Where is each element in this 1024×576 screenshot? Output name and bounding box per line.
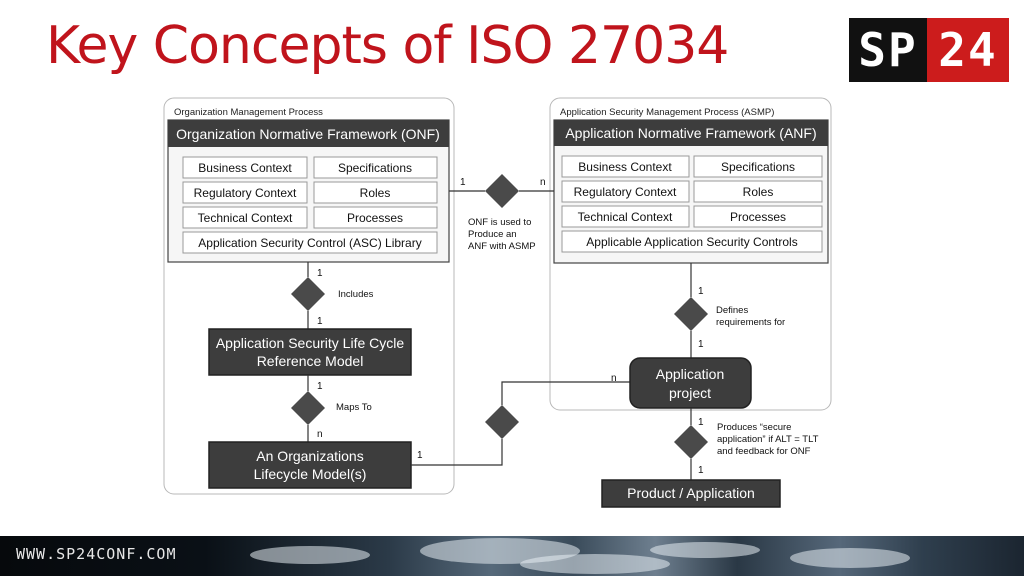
anf-item: Technical Context [578, 210, 673, 224]
asc-library: Application Security Control (ASC) Libra… [198, 236, 421, 250]
multiplicity-label: 1 [698, 417, 704, 428]
multiplicity-label: 1 [698, 465, 704, 476]
relation-diamond [485, 174, 519, 208]
multiplicity-label: 1 [460, 177, 466, 188]
app-project-text: project [669, 385, 711, 401]
anf-item-box [561, 205, 690, 228]
lifecycle-ref-text: Reference Model [257, 353, 364, 369]
multiplicity-label: 1 [698, 339, 704, 350]
onf-item: Processes [347, 211, 403, 225]
onf-item-box [313, 156, 438, 179]
anf-item-box [561, 155, 690, 178]
relation-label: Maps To [336, 402, 372, 413]
asmp-process-label: Application Security Management Process … [560, 107, 774, 118]
onf-item: Roles [360, 186, 391, 200]
onf-item-box [313, 206, 438, 229]
org-process-label: Organization Management Process [174, 107, 323, 118]
footer-url[interactable]: WWW.SP24CONF.COM [16, 545, 177, 563]
relation-diamond [674, 297, 708, 331]
relation-label: requirements for [716, 317, 785, 328]
footer-cloud [650, 542, 760, 558]
anf-item: Regulatory Context [574, 185, 677, 199]
onf-item-box [182, 181, 308, 204]
anf-item: Specifications [721, 160, 795, 174]
footer-cloud [790, 548, 910, 568]
anf-header [554, 120, 828, 146]
anf-item: Roles [743, 185, 774, 199]
onf-item: Business Context [198, 161, 292, 175]
multiplicity-label: 1 [317, 381, 323, 392]
org-lifecycle-box [208, 441, 412, 489]
multiplicity-label: n [317, 429, 323, 440]
anf-item-box [693, 180, 823, 203]
slide-title: Key Concepts of ISO 27034 [46, 16, 729, 76]
onf-item: Technical Context [198, 211, 293, 225]
multiplicity-label: n [540, 177, 546, 188]
anf-items: Business Context Specifications Regulato… [561, 155, 823, 253]
produces-relation: 1 Produces “secure application” if ALT =… [674, 408, 819, 480]
onf-item-box [182, 156, 308, 179]
maps-to-relation: 1 Maps To n [291, 375, 372, 442]
anf-item-box [693, 155, 823, 178]
product-box [601, 479, 781, 508]
relation-label: and feedback for ONF [717, 446, 811, 457]
footer-cloud [250, 546, 370, 564]
multiplicity-label: 1 [698, 286, 704, 297]
footer-cloud [520, 554, 670, 574]
multiplicity-label: 1 [317, 268, 323, 279]
lifecycle-ref-text: Application Security Life Cycle [216, 335, 405, 351]
onf-header [168, 120, 449, 147]
onf-header-text: Organization Normative Framework (ONF) [176, 126, 440, 142]
asc-controls: Applicable Application Security Controls [586, 235, 797, 249]
product-text: Product / Application [627, 485, 755, 501]
anf-item-box [561, 180, 690, 203]
relation-diamond [674, 425, 708, 459]
relation-diamond [485, 405, 519, 439]
lifecycle-ref-box [208, 328, 412, 376]
org-lifecycle-text: Lifecycle Model(s) [254, 466, 367, 482]
footer-banner: WWW.SP24CONF.COM [0, 536, 1024, 576]
anf-header-text: Application Normative Framework (ANF) [565, 125, 816, 141]
multiplicity-label: 1 [417, 450, 423, 461]
relation-note: ONF is used to [468, 217, 531, 228]
logo-sp: SP [849, 18, 927, 82]
relation-label: Defines [716, 305, 748, 316]
relation-note: ANF with ASMP [468, 241, 536, 252]
onf-item: Specifications [338, 161, 412, 175]
asc-controls-box [561, 230, 823, 253]
defines-relation: 1 Defines requirements for 1 [674, 263, 785, 358]
multiplicity-label: 1 [317, 316, 323, 327]
lifecycle-project-relation: 1 n [411, 373, 630, 466]
app-project-text: Application [656, 366, 725, 382]
onf-item-box [313, 181, 438, 204]
onf-item: Regulatory Context [194, 186, 297, 200]
relation-label: Includes [338, 289, 374, 300]
relation-label: Produces “secure [717, 422, 791, 433]
relation-label: application” if ALT = TLT [717, 434, 819, 445]
anf-item-box [693, 205, 823, 228]
sp24-logo: SP 24 [849, 18, 1009, 82]
multiplicity-label: n [611, 373, 617, 384]
relation-diamond [291, 391, 325, 425]
asc-library-box [182, 231, 438, 254]
relation-diamond [291, 277, 325, 311]
anf-item: Processes [730, 210, 786, 224]
includes-relation: 1 Includes 1 [291, 262, 374, 329]
org-lifecycle-text: An Organizations [256, 448, 363, 464]
onf-items: Business Context Specifications Regulato… [182, 156, 438, 254]
onf-anf-relation: 1 n ONF is used to Produce an ANF with A… [449, 174, 554, 252]
anf-item: Business Context [578, 160, 672, 174]
onf-item-box [182, 206, 308, 229]
relation-note: Produce an [468, 229, 517, 240]
logo-24: 24 [927, 18, 1009, 82]
